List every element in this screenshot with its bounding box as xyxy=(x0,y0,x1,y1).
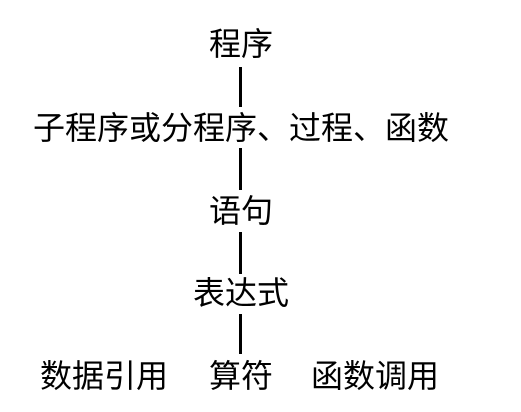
node-statement: 语句 xyxy=(208,192,274,230)
node-operator: 算符 xyxy=(208,357,274,395)
node-subprogram: 子程序或分程序、过程、函数 xyxy=(32,109,450,147)
connector-2 xyxy=(239,148,242,190)
node-expression: 表达式 xyxy=(192,274,290,312)
connector-3 xyxy=(239,232,242,274)
connector-4 xyxy=(239,314,242,354)
node-data-reference: 数据引用 xyxy=(39,357,169,395)
node-program: 程序 xyxy=(208,25,274,63)
node-function-call: 函数调用 xyxy=(310,357,440,395)
connector-1 xyxy=(239,67,242,107)
